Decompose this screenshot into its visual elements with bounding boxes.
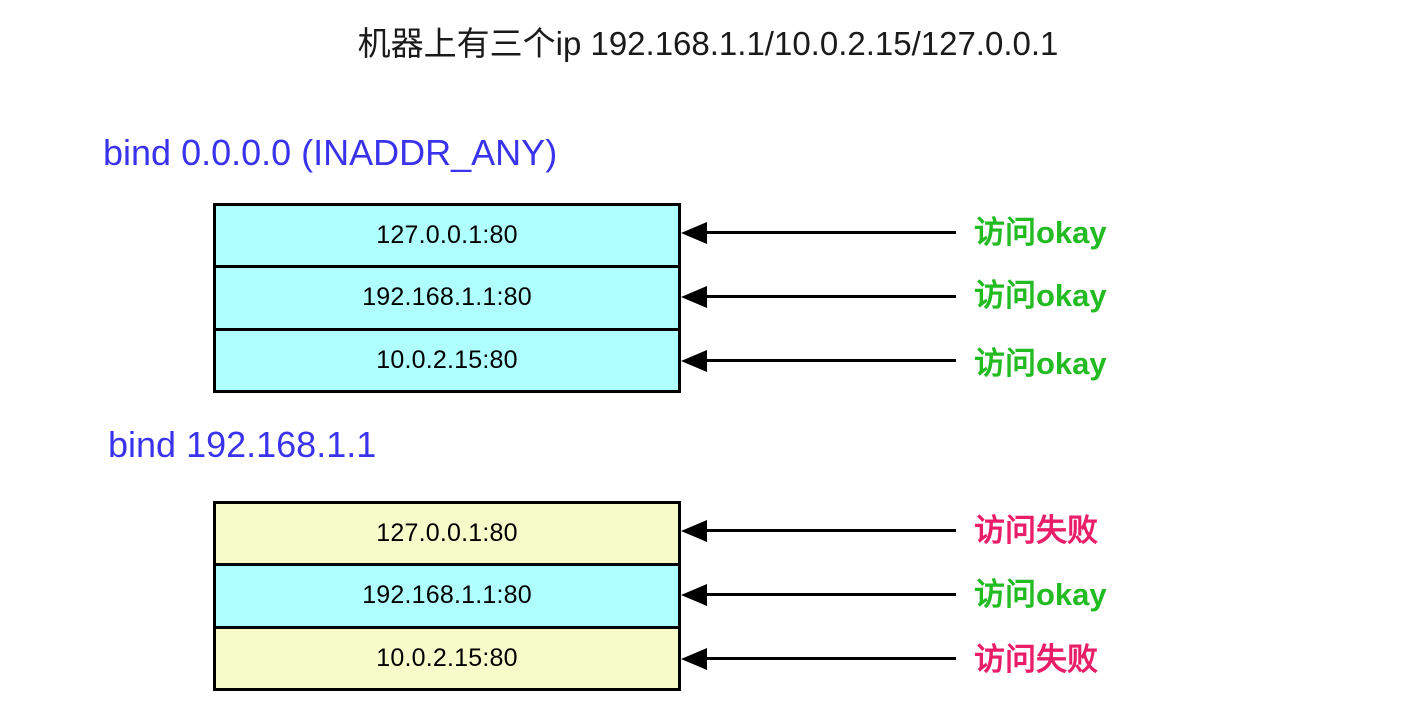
- status-badge: 访问okay: [974, 346, 1107, 381]
- table-row: 192.168.1.1:80: [216, 566, 678, 629]
- endpoint-label: 127.0.0.1:80: [376, 519, 518, 548]
- arrow-shaft: [699, 657, 956, 660]
- arrowhead-icon: [681, 350, 707, 372]
- page-title: 机器上有三个ip 192.168.1.1/10.0.2.15/127.0.0.1: [357, 25, 1059, 62]
- status-badge: 访问okay: [974, 215, 1107, 250]
- table-row: 10.0.2.15:80: [216, 330, 678, 390]
- table-row: 192.168.1.1:80: [216, 268, 678, 331]
- endpoint-label: 192.168.1.1:80: [362, 581, 532, 610]
- arrow-left-icon: [681, 648, 956, 670]
- status-badge: 访问失败: [974, 513, 1098, 548]
- status-badge: 访问okay: [974, 278, 1107, 313]
- arrow-left-icon: [681, 520, 956, 542]
- ip-endpoint-table-specific-ip: 127.0.0.1:80 192.168.1.1:80 10.0.2.15:80: [213, 501, 681, 691]
- bind-header-inaddr-any: bind 0.0.0.0 (INADDR_ANY): [103, 132, 558, 173]
- arrow-shaft: [699, 359, 956, 362]
- arrow-left-icon: [681, 222, 956, 244]
- table-row: 127.0.0.1:80: [216, 504, 678, 567]
- endpoint-label: 127.0.0.1:80: [376, 221, 518, 250]
- endpoint-label: 10.0.2.15:80: [376, 643, 518, 672]
- endpoint-label: 192.168.1.1:80: [362, 283, 532, 312]
- arrow-shaft: [699, 231, 956, 234]
- arrow-shaft: [699, 529, 956, 532]
- arrow-left-icon: [681, 350, 956, 372]
- arrow-shaft: [699, 295, 956, 298]
- arrow-shaft: [699, 593, 956, 596]
- arrowhead-icon: [681, 648, 707, 670]
- arrowhead-icon: [681, 520, 707, 542]
- ip-endpoint-table-inaddr-any: 127.0.0.1:80 192.168.1.1:80 10.0.2.15:80: [213, 203, 681, 393]
- arrow-left-icon: [681, 584, 956, 606]
- endpoint-label: 10.0.2.15:80: [376, 345, 518, 374]
- arrowhead-icon: [681, 584, 707, 606]
- arrowhead-icon: [681, 286, 707, 308]
- table-row: 10.0.2.15:80: [216, 628, 678, 688]
- arrowhead-icon: [681, 222, 707, 244]
- table-row: 127.0.0.1:80: [216, 206, 678, 269]
- status-badge: 访问okay: [974, 577, 1107, 612]
- arrow-left-icon: [681, 286, 956, 308]
- status-badge: 访问失败: [974, 642, 1098, 677]
- bind-header-specific-ip: bind 192.168.1.1: [108, 424, 377, 465]
